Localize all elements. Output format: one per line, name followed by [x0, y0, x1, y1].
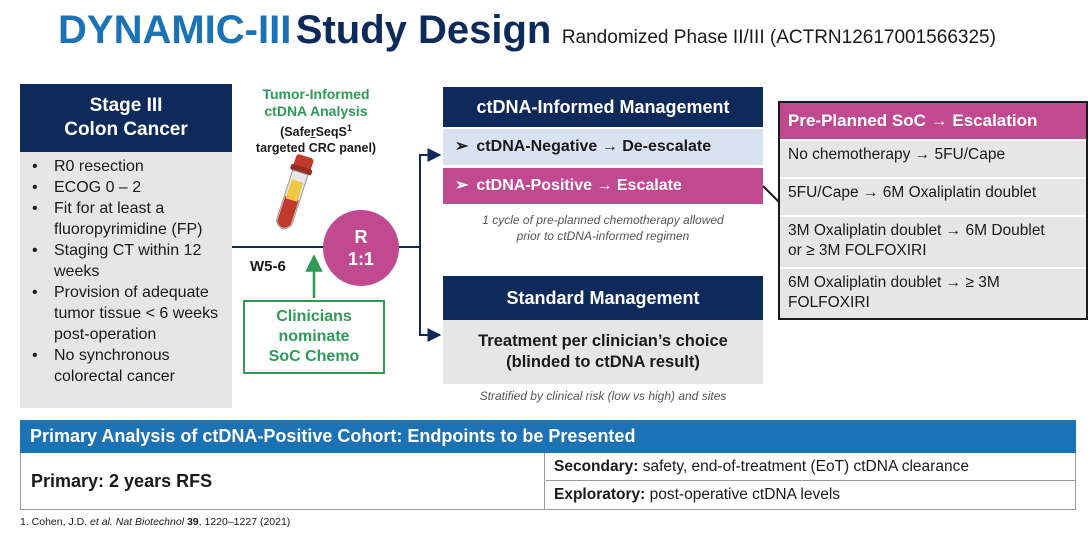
escalation-row: 6M Oxaliplatin doublet → ≥ 3M FOLFOXIRI — [780, 269, 1086, 318]
eligibility-list: R0 resection ECOG 0 – 2 Fit for at least… — [28, 156, 228, 387]
randomization-to-ctdna-arrow — [399, 148, 442, 248]
randomization-label: R — [354, 227, 368, 247]
chevron-icon: ➢ — [455, 138, 469, 155]
randomization-circle: R 1:1 — [323, 210, 399, 286]
ctdna-negative-label: ctDNA-Negative → De-escalate — [476, 138, 712, 155]
reference-footnote: 1. Cohen, J.D. et al. Nat Biotechnol 39,… — [20, 516, 291, 528]
title-subtitle: Randomized Phase II/III (ACTRN1261700156… — [561, 27, 996, 48]
eligibility-item: No synchronous colorectal cancer — [28, 345, 228, 387]
escalation-row: No chemotherapy → 5FU/Cape — [780, 141, 1086, 177]
ctdna-arm-note: 1 cycle of pre-planned chemotherapy allo… — [482, 213, 724, 243]
clinicians-line1: Clinicians — [276, 308, 352, 325]
title-study-name: DYNAMIC-III — [58, 8, 292, 52]
title-study-design: Study Design — [295, 8, 552, 52]
eligibility-item: Provision of adequate tumor tissue < 6 w… — [28, 282, 228, 345]
page-title: DYNAMIC-III Study Design Randomized Phas… — [58, 8, 996, 53]
clinicians-line3: SoC Chemo — [268, 348, 360, 365]
escalation-row: 5FU/Cape → 6M Oxaliplatin doublet — [780, 179, 1086, 215]
secondary-endpoint: Secondary: safety, end-of-treatment (EoT… — [546, 453, 1076, 481]
randomization-ratio: 1:1 — [347, 249, 374, 269]
exploratory-endpoint: Exploratory: post-operative ctDNA levels — [554, 486, 841, 503]
endpoints-table: Primary: 2 years RFS Secondary: safety, … — [20, 453, 1076, 510]
eligibility-criteria: R0 resection ECOG 0 – 2 Fit for at least… — [20, 152, 232, 408]
ctdna-positive-row: ➢ ctDNA-Positive → Escalate — [443, 168, 763, 204]
tumor-informed-line1: Tumor-Informed — [262, 86, 370, 102]
assay-name: (SaferSeqS1 — [280, 123, 352, 140]
standard-arm-body: Treatment per clinician’s choice (blinde… — [443, 320, 763, 384]
eligibility-heading-line2: Colon Cancer — [64, 119, 188, 140]
chevron-icon: ➢ — [455, 177, 469, 194]
escalation-panel: Pre-Planned SoC → Escalation No chemothe… — [778, 101, 1088, 320]
positive-to-escalation-line — [762, 185, 781, 204]
escalation-heading: Pre-Planned SoC → Escalation — [780, 103, 1086, 139]
ctdna-arm-heading: ctDNA-Informed Management — [443, 87, 763, 127]
clinicians-nominate-box: Clinicians nominate SoC Chemo — [243, 300, 385, 374]
escalation-row: 3M Oxaliplatin doublet → 6M Doublet or ≥… — [780, 217, 1086, 267]
eligibility-item: R0 resection — [28, 156, 228, 177]
ctdna-positive-label: ctDNA-Positive → Escalate — [476, 177, 682, 194]
blood-tube-icon — [275, 154, 314, 230]
timepoint-label: W5-6 — [250, 258, 286, 275]
eligibility-item: ECOG 0 – 2 — [28, 177, 228, 198]
primary-analysis-heading: Primary Analysis of ctDNA-Positive Cohor… — [20, 420, 1076, 453]
eligibility-item: Fit for at least a fluoropyrimidine (FP) — [28, 198, 228, 240]
eligibility-heading: Stage III Colon Cancer — [20, 84, 232, 152]
randomization-to-standard-arrow — [419, 247, 442, 342]
stratification-note: Stratified by clinical risk (low vs high… — [479, 389, 727, 403]
eligibility-item: Staging CT within 12 weeks — [28, 240, 228, 282]
primary-endpoint: Primary: 2 years RFS — [21, 453, 545, 509]
clinicians-line2: nominate — [278, 328, 350, 345]
tumor-informed-line2: ctDNA Analysis — [264, 103, 368, 119]
tumor-informed-analysis: Tumor-Informed ctDNA Analysis (SaferSeqS… — [236, 86, 396, 156]
standard-arm-heading: Standard Management — [443, 276, 763, 320]
assay-panel: targeted CRC panel) — [255, 141, 377, 156]
ctdna-negative-row: ➢ ctDNA-Negative → De-escalate — [443, 129, 763, 165]
eligibility-heading-line1: Stage III — [89, 95, 163, 116]
